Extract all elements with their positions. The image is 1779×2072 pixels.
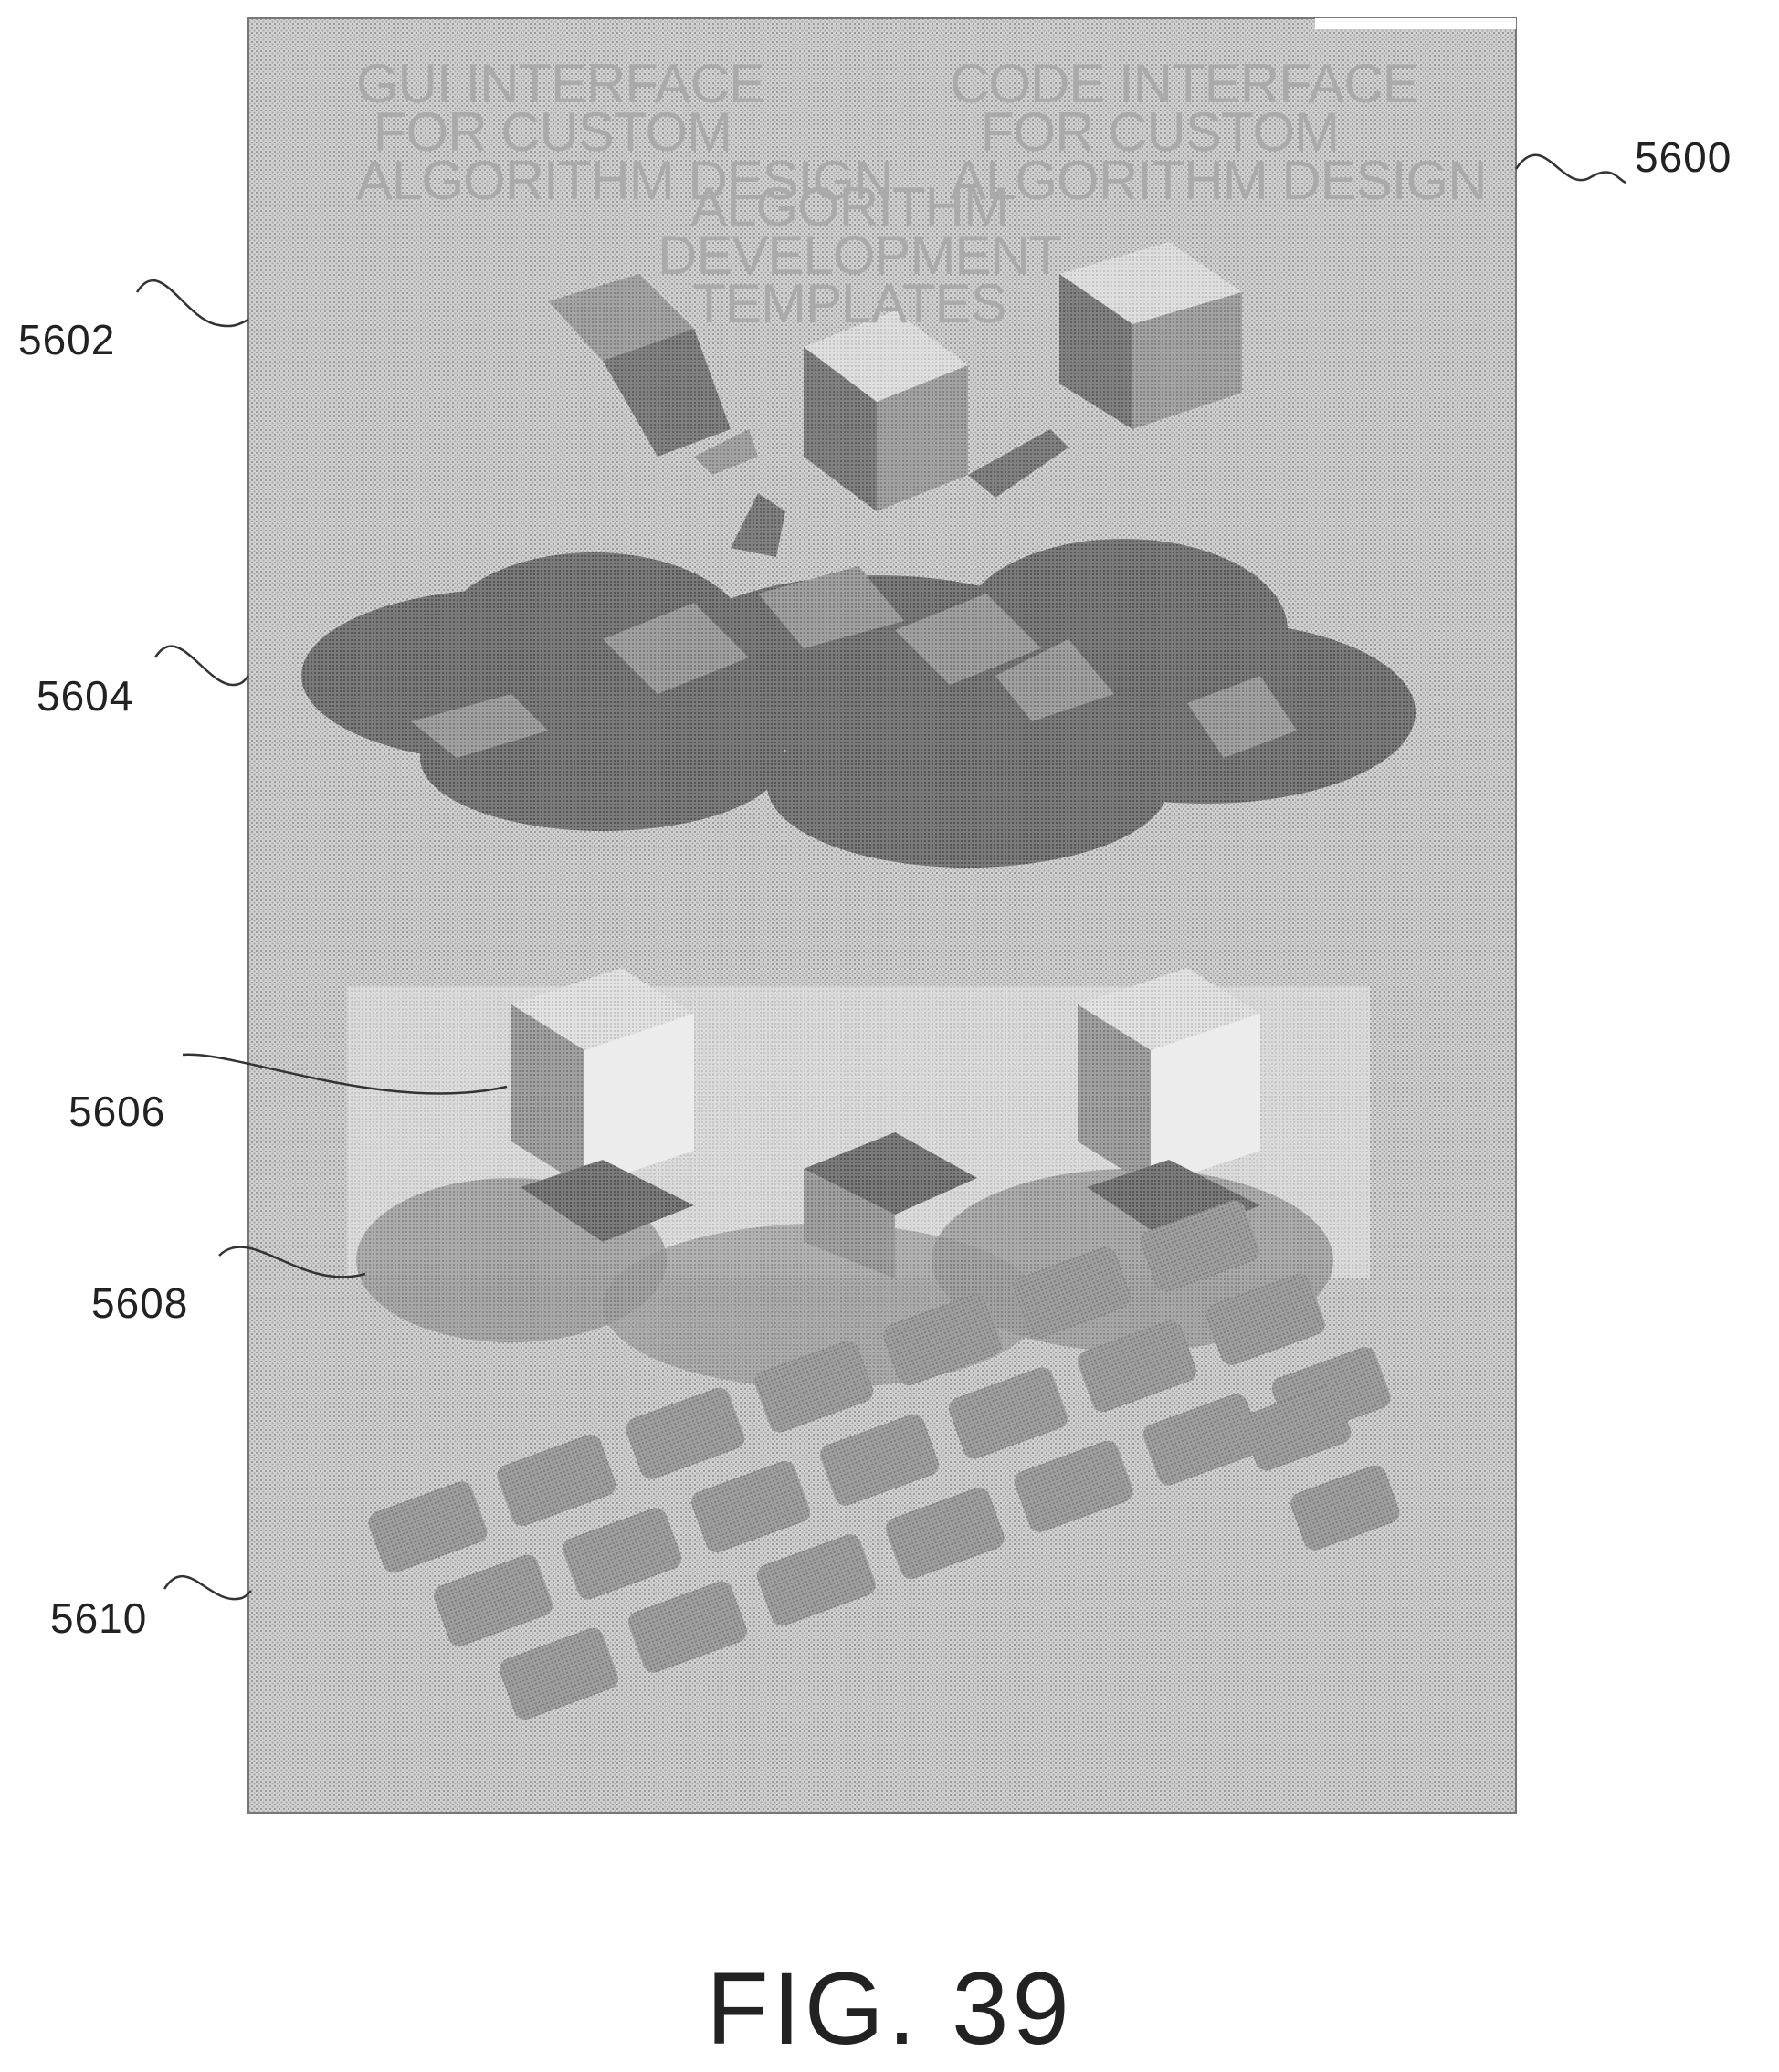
leader-5600 [1516,155,1626,183]
figure-caption: FIG. 39 [0,1950,1779,2067]
ref-5610: 5610 [50,1593,147,1643]
ref-5602: 5602 [18,315,115,364]
leader-5604 [155,647,248,685]
ref-5600: 5600 [1635,132,1732,182]
ref-5608: 5608 [91,1278,188,1328]
ref-5604: 5604 [37,671,133,720]
leader-5610 [164,1576,251,1599]
code-interface-label: CODE INTERFACE FOR CUSTOM ALGORITHM DESI… [950,59,1370,205]
leader-5602 [137,280,248,326]
ref-5606: 5606 [68,1087,165,1136]
